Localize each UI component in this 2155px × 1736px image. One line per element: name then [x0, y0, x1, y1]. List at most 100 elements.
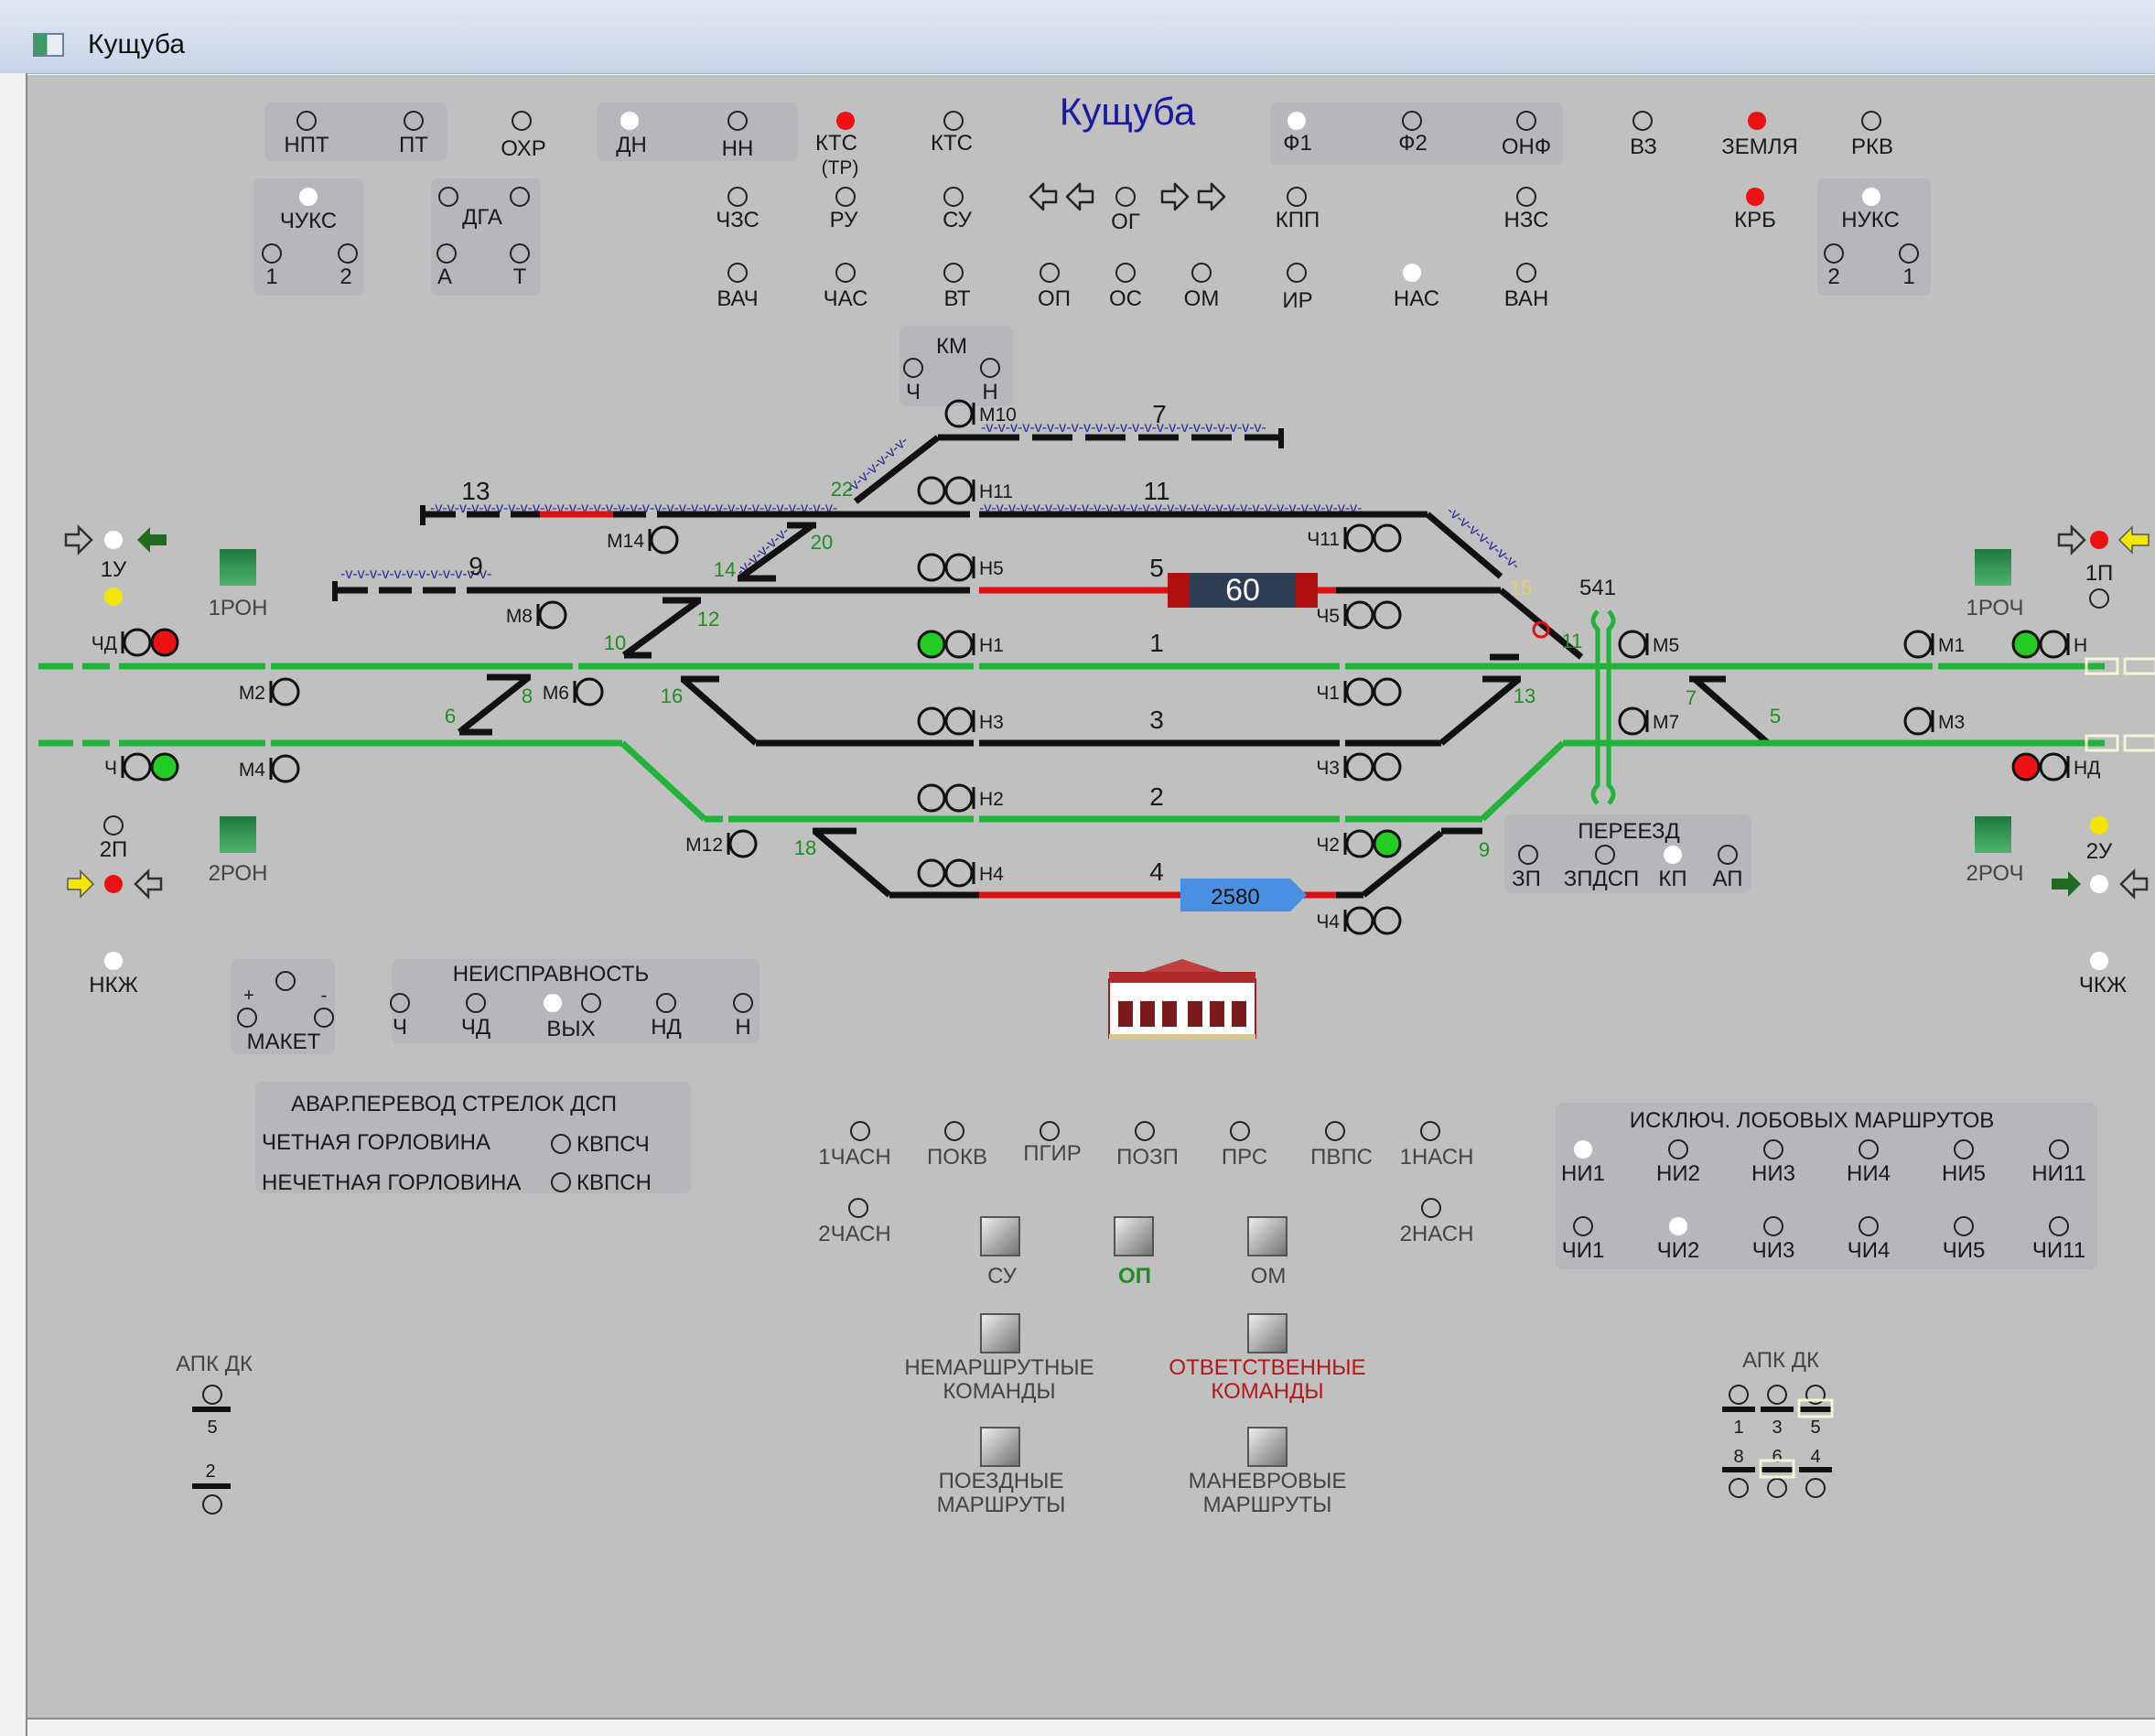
exclusion-lamp-row1-1[interactable]: [1668, 1139, 1688, 1159]
button-su[interactable]: [980, 1216, 1020, 1256]
route-box-2580[interactable]: 2580: [1180, 879, 1307, 911]
button-op[interactable]: [1114, 1216, 1154, 1256]
signal-m8[interactable]: М8: [506, 600, 567, 630]
signal-m12[interactable]: М12: [685, 829, 758, 858]
exclusion-label-row2-3: ЧИ4: [1848, 1238, 1891, 1263]
button-train-routes-label-2: МАРШРУТЫ: [937, 1493, 1066, 1517]
signal-ch5[interactable]: Ч5: [1316, 600, 1402, 630]
signal-2ron: [220, 816, 256, 853]
arrow-right-icon-2[interactable]: [1197, 182, 1226, 211]
arrow-left-icon-1[interactable]: [1029, 182, 1058, 211]
arrow-left-icon-2u[interactable]: [2119, 868, 2149, 900]
signal-n5[interactable]: Н5: [917, 553, 1004, 582]
lamp-om-label: ОМ: [1184, 286, 1220, 311]
label-1ron: 1РОН: [209, 596, 268, 620]
tracks-occupied: [540, 511, 1336, 899]
exclusion-lamp-row2-3[interactable]: [1859, 1216, 1879, 1236]
button-op-label: ОП: [1118, 1264, 1151, 1289]
bottom-indicators: 1ЧАСН ПОКВ ПГИР ПОЗП ПРС ПВПС 1НАСН 2ЧАС…: [818, 1121, 1473, 1246]
signal-nd-right[interactable]: НД: [2011, 752, 2100, 782]
lamp-prs-label: ПРС: [1222, 1145, 1267, 1170]
lamp-2nasn: [1421, 1198, 1441, 1218]
maket-minus: -: [321, 986, 328, 1006]
signal-m1[interactable]: М1: [1903, 630, 1965, 659]
signal-m7[interactable]: М7: [1618, 706, 1679, 736]
apk-right-bottom-num-1: 6: [1772, 1447, 1782, 1467]
signal-ch3[interactable]: Ч3: [1316, 752, 1402, 782]
exclusion-lamp-row2-5[interactable]: [2049, 1216, 2069, 1236]
exclusion-lamp-row2-2[interactable]: [1763, 1216, 1783, 1236]
arrow-right-icon-1[interactable]: [1160, 182, 1190, 211]
signal-ch[interactable]: Ч: [104, 752, 179, 782]
exclusion-lamp-row1-5[interactable]: [2049, 1139, 2069, 1159]
exclusion-lamp-row2-4[interactable]: [1954, 1216, 1974, 1236]
signal-n4[interactable]: Н4: [917, 858, 1004, 888]
maket-top-lamp: [275, 971, 296, 991]
exclusion-lamp-row1-3[interactable]: [1859, 1139, 1879, 1159]
exclusion-label-row2-0: ЧИ1: [1562, 1238, 1605, 1263]
avar-odd-key-lamp[interactable]: [551, 1172, 571, 1192]
arrow-right-icon-1p[interactable]: [2057, 523, 2086, 556]
exclusion-lamp-row1-0[interactable]: [1574, 1140, 1592, 1159]
signal-1ron: [220, 549, 256, 586]
signal-m6[interactable]: М6: [543, 677, 604, 706]
route-number: 2580: [1211, 885, 1259, 910]
track-label-2: 2: [1149, 782, 1164, 811]
lamp-chas: [835, 263, 856, 283]
lamp-chuks-1: [262, 243, 282, 264]
signal-n2[interactable]: Н2: [917, 783, 1004, 813]
train-box-60[interactable]: 60: [1168, 573, 1318, 608]
signal-ch4[interactable]: Ч4: [1316, 906, 1402, 935]
button-responsible-commands[interactable]: [1247, 1313, 1288, 1353]
signal-m14[interactable]: М14: [607, 525, 679, 555]
arrow-left-icon-2p[interactable]: [134, 868, 163, 900]
lamp-vt-label: ВТ: [943, 286, 970, 311]
tracks-free: [332, 428, 1775, 899]
exclusion-lamp-row2-0[interactable]: [1573, 1216, 1593, 1236]
signal-n1[interactable]: Н1: [917, 630, 1004, 659]
signal-ch11[interactable]: Ч11: [1307, 523, 1402, 553]
lamp-pvps: [1325, 1121, 1345, 1141]
signal-ch3-lamp-1: [1373, 752, 1402, 782]
signal-n3[interactable]: Н3: [917, 706, 1004, 736]
signal-m4[interactable]: М4: [239, 754, 300, 783]
track-label-13: 13: [461, 477, 490, 505]
arrow-right-icon-1u[interactable]: [64, 523, 93, 556]
signal-ch2[interactable]: Ч2: [1316, 829, 1402, 858]
signal-n1-lamp-0: [944, 630, 974, 659]
signal-m5[interactable]: М5: [1618, 630, 1679, 659]
lamp-dga-t-label: Т: [513, 264, 527, 289]
arrow-left-yellow-icon-1p: [2117, 525, 2150, 555]
signal-chd[interactable]: ЧД: [92, 628, 179, 657]
signal-m3[interactable]: М3: [1903, 706, 1965, 736]
signal-m7-label: М7: [1653, 712, 1679, 733]
right-approach: 1П 1РОЧ 2РОЧ 2У ЧКЖ: [1966, 523, 2150, 997]
signal-n-right[interactable]: Н: [2011, 630, 2087, 659]
signal-n5-lamp-1: [917, 553, 946, 582]
exclusion-lamp-row2-1[interactable]: [1669, 1217, 1687, 1235]
button-shunt-routes[interactable]: [1247, 1427, 1288, 1467]
window-bottom-frame: [27, 1718, 2155, 1736]
signal-n4-label: Н4: [979, 864, 1004, 885]
button-train-routes[interactable]: [980, 1427, 1020, 1467]
signal-m1-label: М1: [1938, 635, 1965, 656]
button-responsible-label-1: ОТВЕТСТВЕННЫЕ: [1169, 1355, 1365, 1380]
avar-odd-key: КВПСН: [576, 1170, 652, 1195]
exclusion-lamp-row1-2[interactable]: [1763, 1139, 1783, 1159]
arrow-left-icon-2[interactable]: [1065, 182, 1094, 211]
avar-even-key-lamp[interactable]: [551, 1134, 571, 1154]
signal-ch-lamp-0: [123, 752, 152, 782]
lamp-op: [1040, 263, 1060, 283]
signal-m3-lamp-0: [1903, 706, 1933, 736]
signal-ch1[interactable]: Ч1: [1316, 677, 1402, 706]
button-nonroute-commands[interactable]: [980, 1313, 1020, 1353]
signal-n11[interactable]: Н11: [917, 476, 1013, 505]
lamp-ohr-label: ОХР: [501, 136, 546, 161]
signal-m2[interactable]: М2: [239, 677, 300, 706]
fault-lamp-nd: [656, 993, 676, 1013]
signal-ch11-label: Ч11: [1307, 529, 1340, 550]
exclusion-lamp-row1-4[interactable]: [1954, 1139, 1974, 1159]
button-om[interactable]: [1247, 1216, 1288, 1256]
signal-m10[interactable]: М10: [944, 399, 1017, 428]
